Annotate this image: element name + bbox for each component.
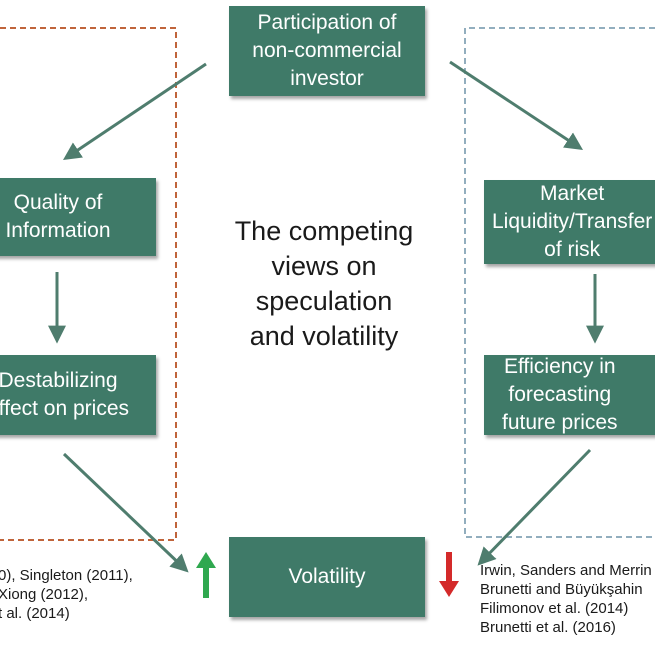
node-participation-investor: Participation of non-commercial investor (229, 6, 425, 96)
red-down-arrow-icon (439, 552, 459, 597)
node-quality-of-information: Quality of Information (0, 178, 156, 256)
left-group-border (0, 27, 177, 541)
node-forecasting-efficiency-label: Efficiency in forecasting future prices (502, 355, 618, 434)
node-forecasting-efficiency: Efficiency in forecasting future prices (484, 355, 655, 435)
green-up-arrow-icon (196, 552, 216, 598)
arrow-top-to-liquidity (449, 60, 584, 150)
diagram-title: The competing views on speculation and v… (234, 216, 414, 351)
node-market-liquidity: Market Liquidity/Transfer of risk (484, 180, 655, 264)
references-right: Irwin, Sanders and Merrin Brunetti and B… (480, 562, 652, 636)
arrow-destabilizing-to-volatility (62, 452, 189, 573)
arrow-efficiency-to-volatility (477, 448, 592, 566)
node-quality-of-information-label: Quality of Information (5, 191, 111, 242)
node-participation-investor-label: Participation of non-commercial investor (252, 11, 402, 90)
node-market-liquidity-label: Market Liquidity/Transfer of risk (492, 182, 653, 261)
node-destabilizing-effect-label: Destabilizing effect on prices (0, 369, 130, 420)
node-volatility: Volatility (229, 537, 425, 617)
right-group-border (464, 27, 655, 538)
node-destabilizing-effect: Destabilizing effect on prices (0, 355, 156, 435)
arrow-top-to-quality (63, 62, 207, 161)
references-left: 0), Singleton (2011), Xiong (2012), t al… (0, 567, 133, 622)
node-volatility-label: Volatility (288, 565, 366, 588)
